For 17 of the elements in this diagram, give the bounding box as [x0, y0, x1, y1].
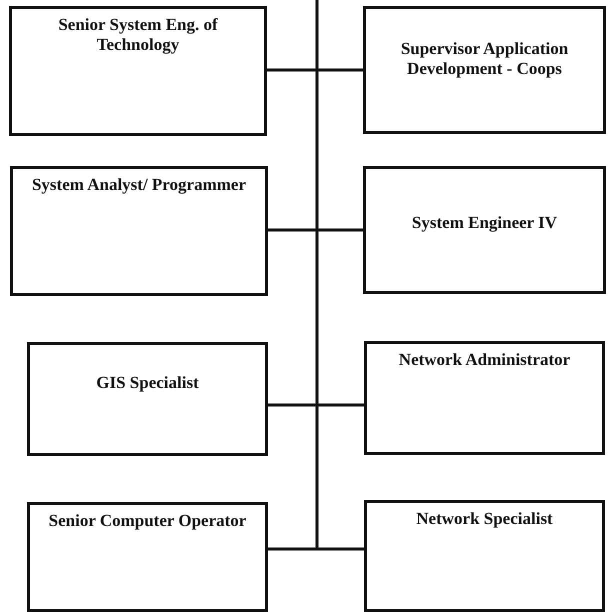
position-box [363, 166, 606, 294]
job-title: GIS Specialist [95, 373, 200, 394]
position-box [363, 6, 606, 134]
position-box [364, 341, 605, 455]
job-title: Senior Computer Operator [48, 511, 248, 532]
position-box [27, 502, 268, 612]
job-title: Supervisor Application Development - Coops [400, 39, 570, 80]
job-title: Network Specialist [415, 509, 554, 530]
position-box [27, 342, 268, 456]
job-title: Senior System Eng. of Technology [57, 15, 219, 56]
job-title: Network Administrator [398, 350, 572, 370]
job-title: System Analyst/ Programmer [30, 175, 248, 196]
position-box [9, 6, 267, 136]
position-box [364, 500, 605, 612]
connector-line [316, 0, 364, 550]
job-title: System Engineer IV [410, 213, 558, 234]
position-box [10, 166, 268, 296]
